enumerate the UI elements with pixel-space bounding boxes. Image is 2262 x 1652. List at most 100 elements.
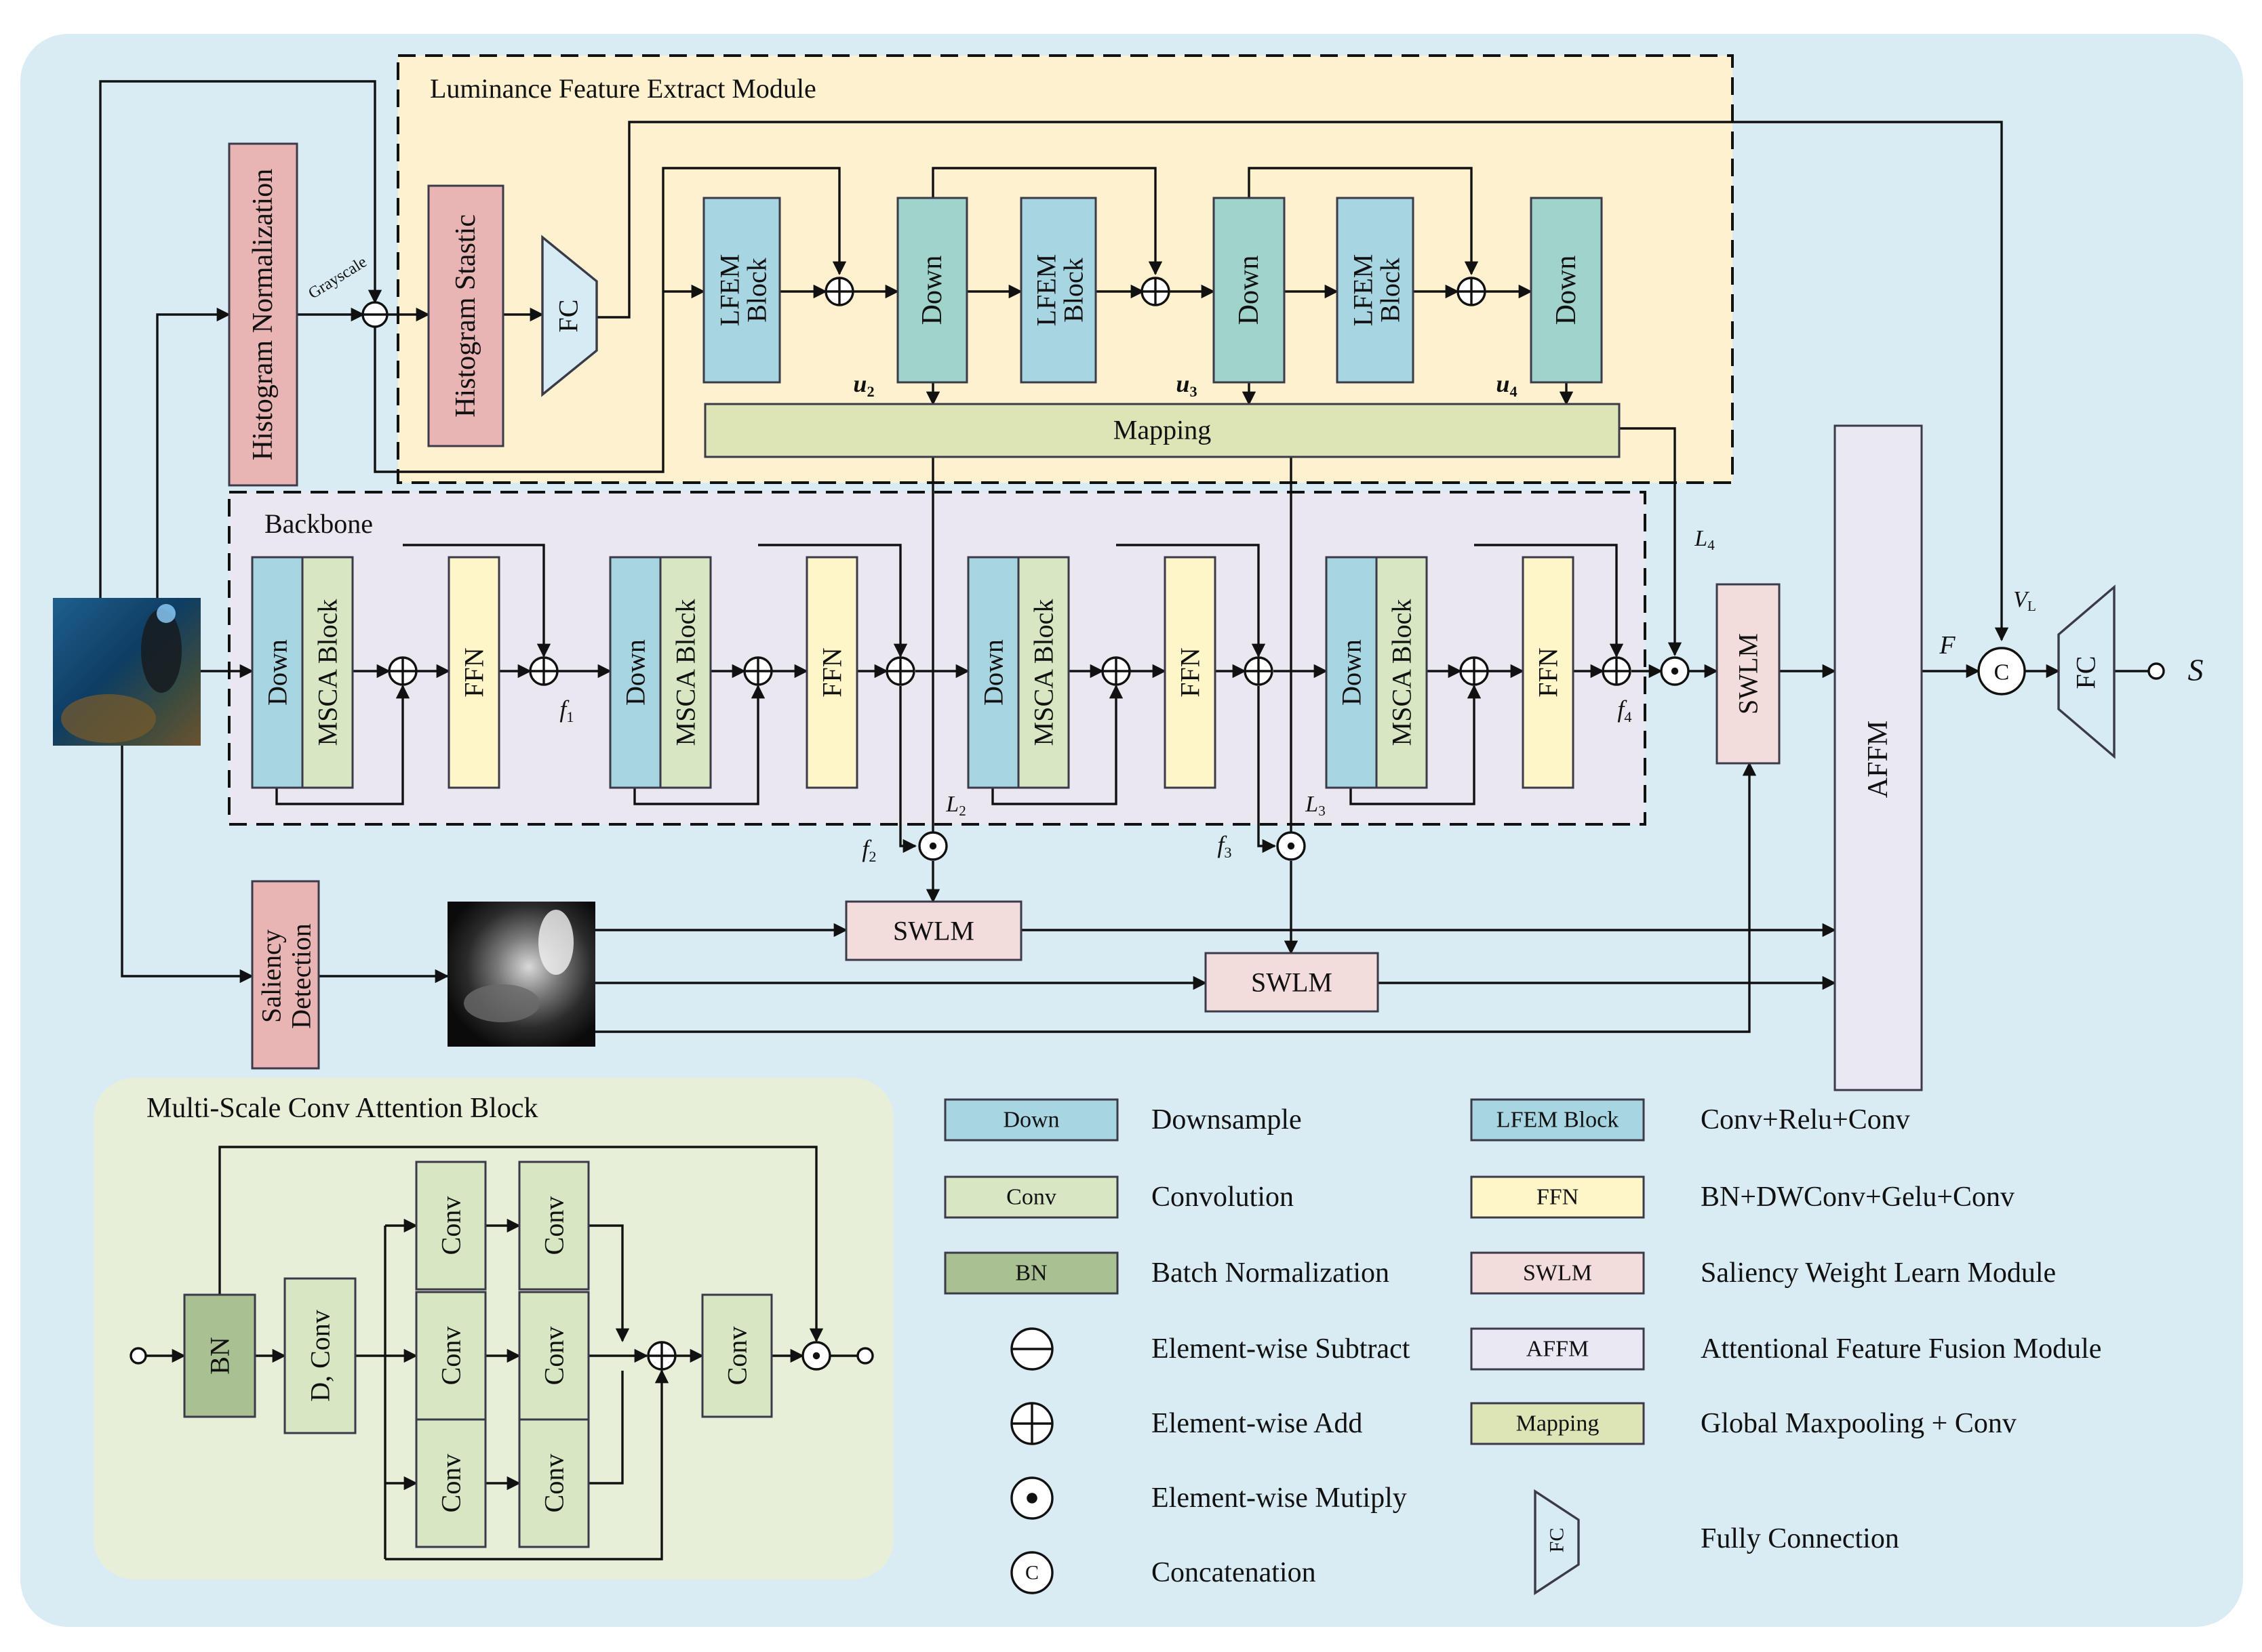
bb-add-a-2 bbox=[743, 656, 773, 686]
swlm-1-label: SWLM bbox=[893, 916, 974, 946]
saliency-detection-box bbox=[251, 880, 320, 1070]
legend-key-10 bbox=[1470, 1251, 1645, 1295]
legend-desc-5: Element-wise Add bbox=[1151, 1408, 1362, 1439]
bb-msca-2 bbox=[659, 556, 712, 789]
legend-key-11 bbox=[1470, 1327, 1645, 1371]
top-fc-label: FC bbox=[553, 300, 584, 333]
legend-desc-13: Fully Connection bbox=[1701, 1523, 1899, 1554]
stage3-skip-a-line bbox=[991, 684, 1124, 805]
msca-conv-final bbox=[701, 1293, 773, 1418]
legend-key-8 bbox=[1470, 1098, 1645, 1142]
msca-bn-label: BN bbox=[205, 1337, 235, 1375]
lfem-add-1 bbox=[825, 277, 854, 306]
msca-mul-node bbox=[801, 1341, 831, 1371]
msca-conv-a-3-label: Conv bbox=[436, 1454, 467, 1513]
bb-ffn-2 bbox=[806, 556, 858, 789]
down-block-1 bbox=[896, 197, 968, 384]
msca-conv-b-3 bbox=[518, 1418, 590, 1548]
bb-add-b-2 bbox=[886, 656, 915, 686]
bb-msca-4 bbox=[1375, 556, 1428, 789]
bb-down-3-label: Down bbox=[978, 639, 1009, 706]
legend-key-7 bbox=[1010, 1551, 1054, 1594]
histogram-stastic-box bbox=[427, 184, 504, 447]
swlm-3-label: SWLM bbox=[1733, 633, 1764, 714]
stage1-skip-a-line bbox=[275, 684, 410, 805]
bb-down-4 bbox=[1325, 556, 1378, 789]
L2-label: L2 bbox=[945, 792, 966, 820]
lfem-region-title: Luminance Feature Extract Module bbox=[430, 73, 816, 104]
L4-label: L4 bbox=[1694, 526, 1715, 554]
bb-ffn-1 bbox=[448, 556, 500, 789]
legend-key-13 bbox=[1534, 1489, 1580, 1596]
grayscale-loop-line bbox=[374, 167, 847, 473]
mapping-box bbox=[704, 403, 1621, 458]
lfem-block-1-label-1: LFEM bbox=[715, 254, 745, 327]
input-to-saliency-line bbox=[121, 746, 254, 984]
bb-add-b-3 bbox=[1244, 656, 1273, 686]
bb-down-1-label: Down bbox=[262, 639, 293, 706]
backbone-region-title: Backbone bbox=[264, 508, 373, 539]
connection-lines bbox=[99, 80, 2154, 1560]
bb-add-b-4 bbox=[1602, 656, 1631, 686]
legend-desc-2: Convolution bbox=[1151, 1182, 1294, 1213]
bb-down-2-label: Down bbox=[620, 639, 651, 706]
msca-add-node bbox=[647, 1341, 677, 1371]
bb-msca-3 bbox=[1017, 556, 1070, 789]
msca-conv-a-1 bbox=[415, 1161, 487, 1291]
input-to-histnorm-line bbox=[156, 307, 231, 598]
lfem-add-3 bbox=[1456, 277, 1486, 306]
swlm-2-label: SWLM bbox=[1251, 967, 1332, 998]
down-block-3 bbox=[1530, 197, 1603, 384]
bb-add-a-3 bbox=[1101, 656, 1131, 686]
bb-msca-3-label: MSCA Block bbox=[1029, 599, 1059, 746]
legend-desc-12: Global Maxpooling + Conv bbox=[1701, 1408, 2017, 1439]
stage1-skip-b-line bbox=[403, 544, 551, 658]
bb-add-a-1 bbox=[388, 656, 418, 686]
down-block-2 bbox=[1212, 197, 1286, 384]
msca-b1-out-line bbox=[589, 1224, 630, 1343]
bb-down-3 bbox=[967, 556, 1020, 789]
legend-key-label-10: SWLM bbox=[1523, 1261, 1592, 1286]
u3-label: u3 bbox=[1176, 370, 1197, 399]
legend-key-12 bbox=[1470, 1402, 1645, 1445]
swlm-box-3 bbox=[1715, 583, 1781, 765]
msca-conv-a-2 bbox=[415, 1291, 487, 1421]
swlm-box-2 bbox=[1204, 952, 1379, 1013]
saliency-label-2: Detection bbox=[286, 923, 317, 1029]
bb-add-a-4 bbox=[1459, 656, 1489, 686]
fc-to-vl-line bbox=[597, 121, 2009, 642]
grayscale-merge-node bbox=[361, 301, 389, 328]
u2-label: u2 bbox=[853, 370, 874, 399]
lfem-block-3 bbox=[1336, 197, 1414, 384]
stage4-skip-a-line bbox=[1349, 684, 1482, 805]
stage2-skip-a-line bbox=[633, 684, 766, 805]
legend-key-label-7: C bbox=[1025, 1562, 1039, 1584]
msca-bypass-line bbox=[385, 1369, 669, 1560]
bb-msca-1-label: MSCA Block bbox=[313, 599, 343, 746]
down-block-2-label: Down bbox=[1233, 256, 1265, 325]
msca-b3-out-line bbox=[589, 1371, 624, 1485]
legend-key-4 bbox=[1010, 1327, 1054, 1371]
bb-mul-3 bbox=[1276, 831, 1306, 861]
msca-conv-a-2-label: Conv bbox=[436, 1327, 467, 1386]
legend-desc-1: Downsample bbox=[1151, 1104, 1302, 1135]
bb-down-4-label: Down bbox=[1336, 639, 1367, 706]
bb-ffn-3-label: FFN bbox=[1175, 647, 1206, 697]
legend-key-label-13: FC bbox=[1546, 1528, 1568, 1553]
saliency-label-1: Saliency bbox=[256, 929, 287, 1023]
top-fc-shape bbox=[541, 235, 598, 397]
bb-msca-1 bbox=[301, 556, 354, 789]
legend-key-1 bbox=[944, 1098, 1119, 1142]
legend-key-9 bbox=[1470, 1175, 1645, 1219]
legend-key-label-12: Mapping bbox=[1516, 1411, 1600, 1436]
bb-msca-2-label: MSCA Block bbox=[671, 599, 701, 746]
stage4-skip-b-line bbox=[1474, 544, 1624, 658]
legend-desc-9: BN+DWConv+Gelu+Conv bbox=[1701, 1182, 2015, 1213]
msca-dconv-label: D, Conv bbox=[305, 1310, 336, 1402]
backbone-region bbox=[228, 491, 1646, 826]
stage3-to-mul3-line bbox=[1257, 686, 1277, 853]
affm-box bbox=[1833, 424, 1923, 1091]
lfem-block-1 bbox=[702, 197, 781, 384]
bb-mul-2 bbox=[918, 831, 948, 861]
